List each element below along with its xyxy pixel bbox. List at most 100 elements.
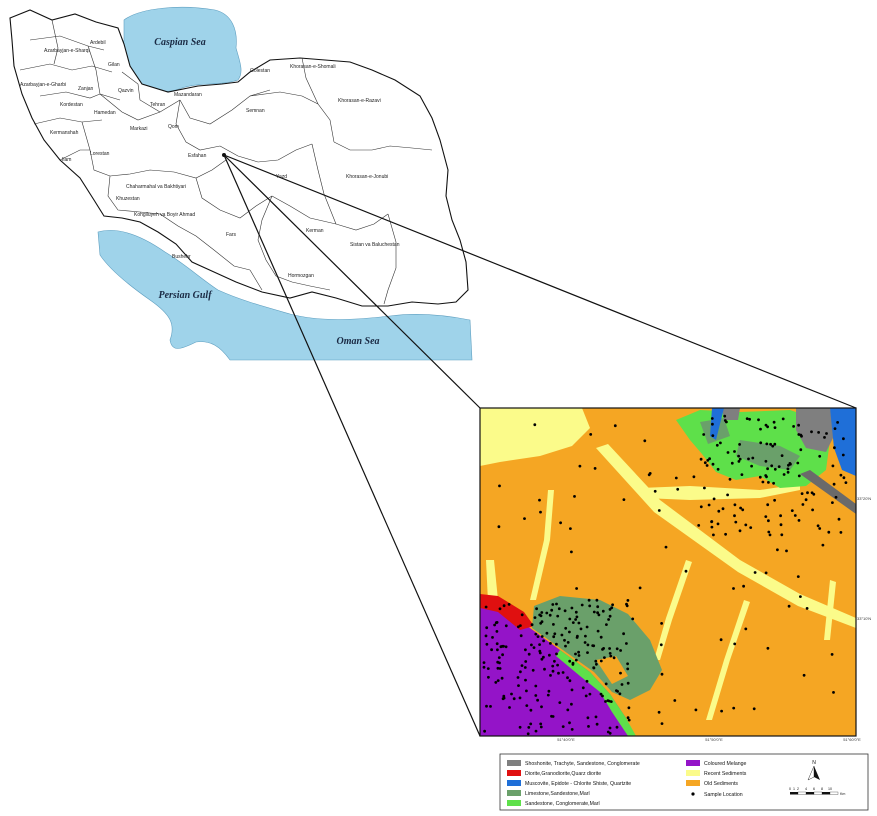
sample-point [519, 670, 522, 674]
province-label: Zanjan [78, 86, 94, 92]
sample-point [588, 692, 592, 696]
sample-point [533, 423, 537, 427]
sample-point [607, 699, 611, 703]
sample-point [631, 617, 635, 621]
scale-tick-label: 4 [805, 787, 807, 791]
sample-point [608, 726, 612, 730]
sample-point [568, 617, 572, 621]
sample-point [599, 692, 603, 696]
north-label: N [812, 760, 816, 766]
sample-point [694, 708, 698, 712]
sample-point [482, 665, 486, 669]
legend-swatch-old [686, 780, 700, 786]
sample-point [585, 625, 589, 629]
sample-point [550, 608, 554, 612]
province-label: Ardebil [90, 40, 106, 46]
sample-point [586, 651, 589, 654]
sample-point [500, 676, 504, 680]
province-label: Khorasan-e-Shomali [290, 64, 336, 70]
sample-point [540, 635, 544, 638]
sample-point [559, 521, 562, 525]
sample-point [608, 652, 612, 655]
sample-point [495, 630, 499, 633]
caspian-sea [122, 6, 242, 92]
province-label: Golestan [250, 68, 270, 74]
sample-point [793, 514, 797, 517]
scale-tick-label: 10 [828, 787, 832, 791]
sample-point [796, 575, 800, 578]
sample-point [540, 705, 543, 709]
sample-point [604, 682, 608, 686]
sample-point [830, 653, 834, 656]
recent-sediment-streams [486, 444, 856, 720]
muscovite-schist-area-2 [710, 408, 724, 440]
sample-point [730, 461, 734, 465]
sample-point [764, 515, 768, 518]
sample-point [532, 646, 536, 649]
province-label: Fars [226, 232, 237, 238]
sandestone-fringe-sw [556, 650, 636, 736]
sample-point [711, 462, 715, 466]
province-label: Ilam [62, 157, 71, 163]
sample-point [797, 423, 800, 427]
legend-swatch-muscovite [507, 780, 521, 786]
province-label: Khuzestan [116, 196, 140, 202]
sample-point [657, 509, 661, 512]
sample-point [497, 525, 501, 529]
sample-point [592, 666, 596, 670]
sample-point [653, 489, 657, 493]
sample-point [613, 424, 617, 428]
sample-point [539, 722, 543, 726]
sample-point [486, 667, 490, 670]
sample-point [761, 480, 765, 484]
sample-point [561, 725, 565, 728]
sample-point [592, 644, 596, 648]
sample-point [757, 418, 760, 422]
sample-point [821, 543, 825, 547]
sample-point [568, 679, 572, 683]
sample-point [533, 616, 537, 619]
sample-point [577, 650, 580, 654]
sample-point [491, 636, 494, 639]
sample-point [816, 524, 820, 528]
sample-point [552, 635, 556, 639]
sample-point [805, 607, 809, 610]
sample-point [508, 706, 511, 709]
sample-point [603, 656, 606, 659]
sample-point [626, 681, 630, 685]
muscovite-schist-area [830, 408, 856, 476]
sample-point [539, 510, 542, 514]
sample-point [706, 458, 710, 462]
sample-point [592, 610, 596, 614]
sample-point [660, 622, 663, 625]
diorite-area [480, 594, 534, 630]
legend-sample-dot [691, 792, 695, 796]
sample-point [844, 481, 848, 484]
province-borders [19, 19, 433, 305]
old-sediments-window [596, 656, 628, 684]
legend-swatch-sandestone [507, 800, 521, 806]
sample-point [574, 610, 578, 614]
sample-point [719, 441, 722, 445]
sample-point [710, 417, 714, 420]
sample-point [772, 481, 775, 485]
sample-point [785, 549, 788, 553]
sample-point [834, 495, 838, 499]
sample-point [580, 603, 584, 607]
sample-point [800, 434, 803, 438]
sample-point [574, 658, 578, 662]
sample-point [766, 503, 770, 507]
coord-lat-2: 33°10'N [857, 616, 871, 621]
sample-point [523, 517, 526, 520]
sample-point [575, 587, 578, 590]
sample-point [579, 627, 583, 631]
sample-point [753, 571, 757, 574]
sample-point [608, 647, 611, 650]
sample-point [540, 620, 544, 624]
inset-frame [479, 407, 857, 737]
province-label: Qom [168, 124, 179, 130]
sample-point [733, 450, 736, 453]
persian-gulf-label: Persian Gulf [158, 290, 213, 301]
sample-point [543, 667, 546, 671]
sample-point [570, 728, 574, 731]
